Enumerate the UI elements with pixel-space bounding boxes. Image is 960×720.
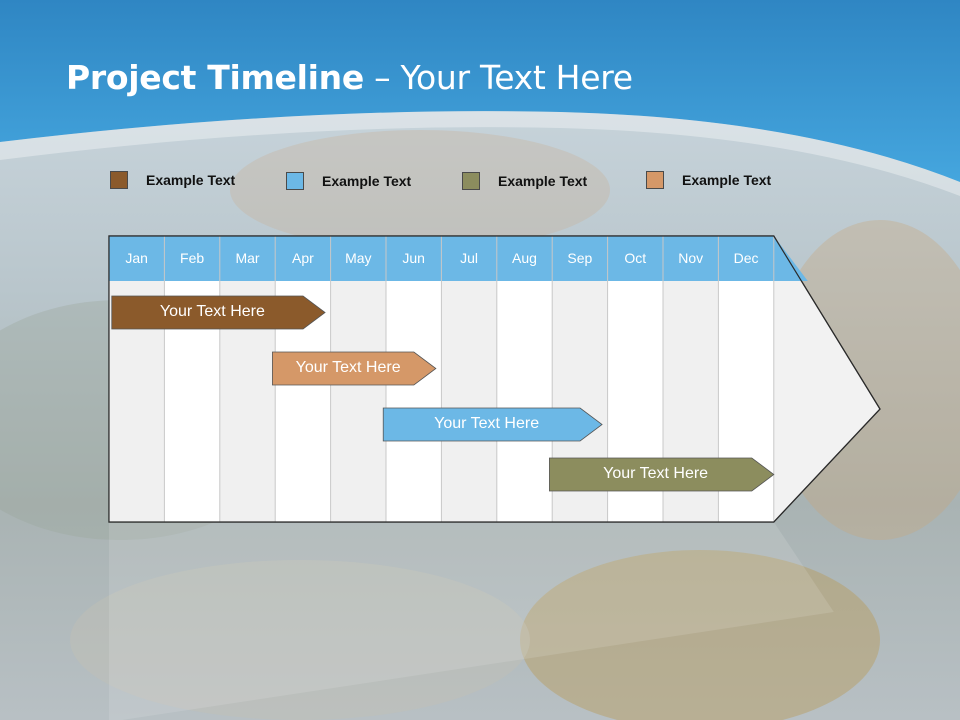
task-arrow-2 (272, 351, 437, 386)
month-label-nov: Nov (678, 250, 704, 266)
legend-item-4: Example Text (646, 169, 771, 191)
task-arrow-1 (111, 295, 326, 330)
legend-item-3: Example Text (462, 170, 587, 192)
legend-label-4: Example Text (682, 172, 772, 188)
legend-swatch-3 (462, 172, 480, 190)
month-label-dec: Dec (733, 250, 759, 266)
timeline-reflection (109, 522, 834, 720)
timeline-outline (108, 235, 881, 523)
header-band (0, 0, 960, 182)
month-header-band (109, 236, 808, 281)
month-label-jan: Jan (125, 250, 148, 266)
legend-label-3: Example Text (498, 173, 588, 189)
month-label-aug: Aug (512, 250, 537, 266)
month-label-feb: Feb (180, 250, 205, 266)
month-label-apr: Apr (291, 250, 314, 266)
task-arrow-3 (382, 407, 603, 442)
month-column-7 (441, 281, 497, 522)
month-column-5 (330, 281, 386, 522)
month-column-8 (496, 281, 553, 522)
month-label-jun: Jun (402, 250, 425, 266)
legend-label-1: Example Text (146, 172, 236, 188)
legend-swatch-4 (646, 171, 664, 189)
legend-label-2: Example Text (322, 173, 412, 189)
month-label-oct: Oct (624, 250, 647, 266)
month-column-6 (386, 281, 442, 522)
legend-swatch-2 (286, 172, 304, 190)
page-title: Project Timeline – Your Text Here (66, 58, 633, 97)
month-label-may: May (345, 250, 372, 266)
legend-swatch-1 (110, 171, 128, 189)
month-label-mar: Mar (235, 250, 260, 266)
month-label-sep: Sep (567, 250, 593, 266)
task-arrow-4 (549, 457, 775, 492)
legend-item-1: Example Text (110, 169, 235, 191)
month-label-jul: Jul (460, 250, 479, 266)
legend-item-2: Example Text (286, 170, 411, 192)
